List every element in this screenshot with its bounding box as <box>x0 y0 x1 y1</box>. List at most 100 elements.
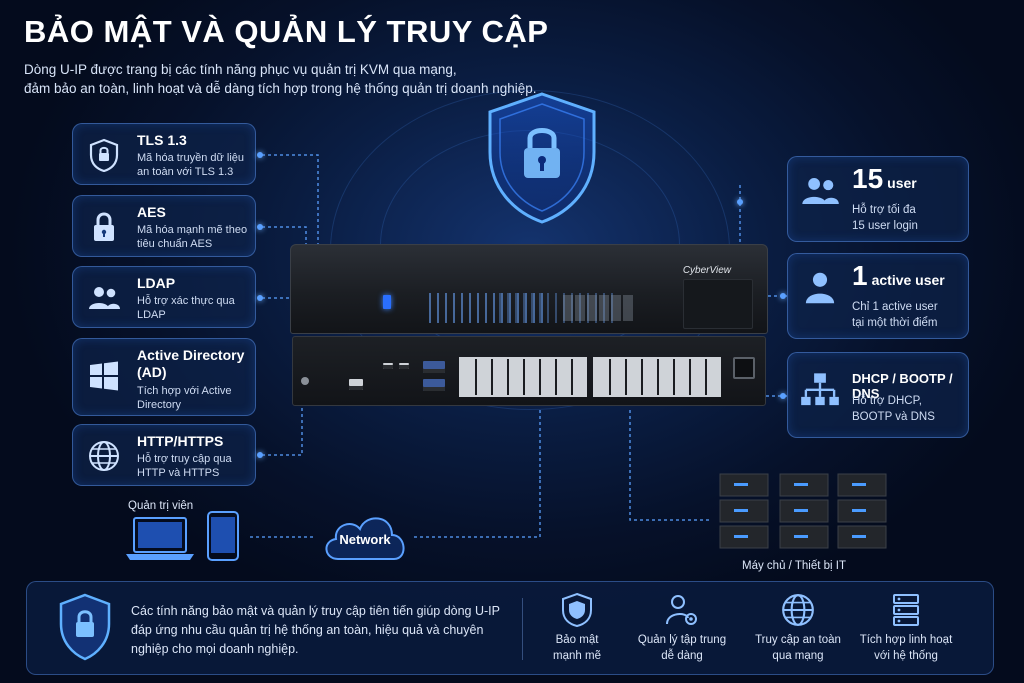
feature-title: HTTP/HTTPS <box>137 433 224 449</box>
shield-icon <box>559 592 595 628</box>
benefit-label: Truy cập an toàn qua mạng <box>743 632 853 664</box>
feature-title: Active Directory (AD) <box>137 347 245 380</box>
kvm-switch-front: CyberView <box>290 244 768 334</box>
feature-card-tls: TLS 1.3 Mã hóa truyền dữ liệu an toàn vớ… <box>72 123 256 185</box>
network-cloud: Network <box>318 505 412 565</box>
feature-title: LDAP <box>137 275 176 291</box>
benefit-label-line: dễ dàng <box>661 650 703 662</box>
device-power-indicator <box>383 295 391 309</box>
feature-desc-line: tại một thời điểm <box>852 317 938 329</box>
feature-title: DHCP / BOOTP / DNS <box>852 371 953 401</box>
summary-panel: Các tính năng bảo mật và quản lý truy cậ… <box>26 581 994 675</box>
feature-desc: Hỗ trợ truy cập qua HTTP và HTTPS <box>137 453 232 479</box>
benefit-secure-access: Truy cập an toàn qua mạng <box>743 592 853 664</box>
device-brand-label: CyberView <box>682 265 731 276</box>
windows-icon <box>87 359 121 393</box>
server-rack-icon <box>716 472 892 552</box>
globe-icon <box>780 592 816 628</box>
network-label: Network <box>339 532 391 547</box>
network-tree-icon <box>800 371 840 411</box>
benefit-label-line: với hệ thống <box>874 650 938 662</box>
feature-desc-line: 15 user login <box>852 220 918 232</box>
feature-number: 1 <box>852 260 868 291</box>
users-icon <box>87 281 121 315</box>
feature-desc: Mã hóa truyền dữ liệu an toàn với TLS 1.… <box>137 152 245 178</box>
feature-card-ad: Active Directory (AD) Tích hợp với Activ… <box>72 338 256 416</box>
benefit-integration: Tích hợp linh hoạt với hệ thống <box>851 592 961 664</box>
benefit-security: Bảo mật mạnh mẽ <box>522 592 632 664</box>
connector-dot <box>257 295 263 301</box>
device-led-panel <box>499 293 619 323</box>
benefit-label-line: Truy cập an toàn <box>755 634 841 646</box>
feature-card-ldap: LDAP Hỗ trợ xác thực qua LDAP <box>72 266 256 328</box>
feature-card-http: HTTP/HTTPS Hỗ trợ truy cập qua HTTP và H… <box>72 424 256 486</box>
kvm-switch-rear <box>292 336 766 406</box>
feature-desc: Mã hóa mạnh mẽ theo tiêu chuẩn AES <box>137 224 248 250</box>
feature-desc: Hỗ trợ tối đa 15 user login <box>852 202 918 234</box>
user-gear-icon <box>664 592 700 628</box>
shield-lock-icon <box>57 592 113 662</box>
page-title: BẢO MẬT VÀ QUẢN LÝ TRUY CẬP <box>24 14 549 49</box>
benefit-label-line: Bảo mật <box>555 634 599 646</box>
rj45-port-bank <box>459 357 587 397</box>
feature-desc: Tích hợp với Active Directory <box>137 385 232 411</box>
feature-desc: Hỗ trợ xác thực qua LDAP <box>137 295 235 321</box>
device-led-panel <box>429 293 549 323</box>
padlock-icon <box>87 210 121 244</box>
benefit-management: Quản lý tập trung dễ dàng <box>627 592 737 664</box>
feature-title: TLS 1.3 <box>137 132 187 148</box>
benefit-label: Bảo mật mạnh mẽ <box>522 632 632 664</box>
device-side-panel <box>683 279 753 329</box>
benefit-label-line: qua mạng <box>772 650 824 662</box>
subtitle-line: Dòng U-IP được trang bị các tính năng ph… <box>24 62 457 77</box>
feature-desc-line: BOOTP và DNS <box>852 411 935 423</box>
usb-port <box>383 363 393 369</box>
users-icon <box>800 171 840 211</box>
globe-icon <box>87 439 121 473</box>
feature-title: AES <box>137 204 166 220</box>
feature-unit: active user <box>871 272 945 288</box>
feature-number: 15 <box>852 163 884 194</box>
power-inlet <box>733 357 755 379</box>
server-rack-icon <box>888 592 924 628</box>
feature-desc: Hỗ trợ DHCP, BOOTP và DNS <box>852 393 935 425</box>
servers-label: Máy chủ / Thiết bị IT <box>742 560 846 572</box>
feature-unit: user <box>887 175 917 191</box>
connector-dot <box>737 199 743 205</box>
connector-dot <box>780 293 786 299</box>
laptop-icon <box>124 516 196 562</box>
feature-card-aes: AES Mã hóa mạnh mẽ theo tiêu chuẩn AES <box>72 195 256 257</box>
summary-text: Các tính năng bảo mật và quản lý truy cậ… <box>131 604 500 656</box>
lan-port <box>349 379 363 390</box>
benefit-label: Quản lý tập trung dễ dàng <box>627 632 737 664</box>
feature-desc: Chỉ 1 active user tại một thời điểm <box>852 299 938 331</box>
phone-icon <box>206 510 240 562</box>
benefit-label: Tích hợp linh hoạt với hệ thống <box>851 632 961 664</box>
feature-desc-line: Chỉ 1 active user <box>852 301 938 313</box>
subtitle-line: đảm bảo an toàn, linh hoạt và dễ dàng tí… <box>24 81 537 96</box>
rear-ground-screw <box>301 377 309 385</box>
benefit-label-line: mạnh mẽ <box>553 650 601 662</box>
vga-port <box>423 361 445 373</box>
shield-lock-icon <box>478 88 606 228</box>
usb-port <box>399 363 409 369</box>
connector-dot <box>257 224 263 230</box>
benefit-label-line: Tích hợp linh hoạt <box>859 634 953 646</box>
page-subtitle: Dòng U-IP được trang bị các tính năng ph… <box>24 60 584 98</box>
divider <box>522 598 523 660</box>
connector-dot <box>257 452 263 458</box>
feature-desc-line: Hỗ trợ tối đa <box>852 204 916 216</box>
rj45-port-bank <box>593 357 721 397</box>
user-icon <box>800 268 840 308</box>
vga-port <box>423 379 445 391</box>
feature-card-dhcp: DHCP / BOOTP / DNS Hỗ trợ DHCP, BOOTP và … <box>787 352 969 438</box>
shield-lock-icon <box>87 138 121 172</box>
benefit-label-line: Quản lý tập trung <box>637 634 727 646</box>
device-button-panel <box>563 295 633 321</box>
feature-desc-line: Hỗ trợ DHCP, <box>852 395 922 407</box>
